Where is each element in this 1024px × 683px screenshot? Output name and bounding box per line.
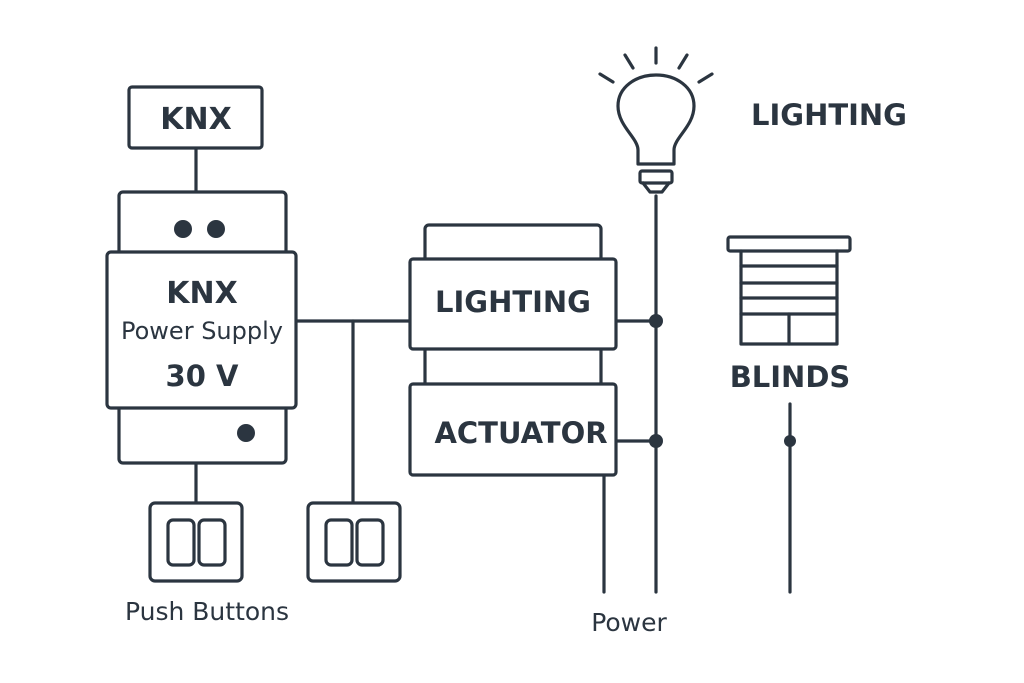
push-button-switch-icon bbox=[306, 501, 402, 583]
supply-subtitle: Power Supply bbox=[121, 317, 283, 345]
supply-main-body bbox=[105, 250, 298, 410]
window-blinds-icon bbox=[726, 235, 852, 346]
led-indicator-icon bbox=[174, 220, 192, 238]
actuator-module-label: ACTUATOR bbox=[434, 416, 607, 450]
power-supply: KNX Power Supply 30 V bbox=[105, 190, 298, 465]
actuator-module: LIGHTING ACTUATOR bbox=[408, 223, 618, 477]
wires bbox=[194, 146, 792, 594]
supply-voltage: 30 V bbox=[166, 359, 239, 393]
junction-dot-lighting bbox=[649, 314, 663, 328]
power-label: Power bbox=[591, 608, 667, 637]
blinds-label: BLINDS bbox=[730, 360, 851, 394]
supply-top-section bbox=[117, 190, 288, 257]
actuator-module-box bbox=[408, 382, 618, 477]
junction-dot-blinds bbox=[784, 435, 796, 447]
push-buttons-label: Push Buttons bbox=[125, 597, 289, 626]
push-button-switch-icon bbox=[148, 501, 244, 583]
knx-bus-label: KNX bbox=[160, 102, 231, 137]
lighting-label: LIGHTING bbox=[751, 98, 907, 132]
led-indicator-icon bbox=[207, 220, 225, 238]
light-bulb-icon bbox=[598, 46, 714, 194]
knx-bus-box: KNX bbox=[127, 85, 264, 150]
lighting-module-label: LIGHTING bbox=[435, 285, 591, 319]
terminal-dot-icon bbox=[237, 424, 255, 442]
supply-title: KNX bbox=[166, 276, 237, 311]
junction-dot-actuator bbox=[649, 434, 663, 448]
lighting-module bbox=[408, 257, 618, 351]
